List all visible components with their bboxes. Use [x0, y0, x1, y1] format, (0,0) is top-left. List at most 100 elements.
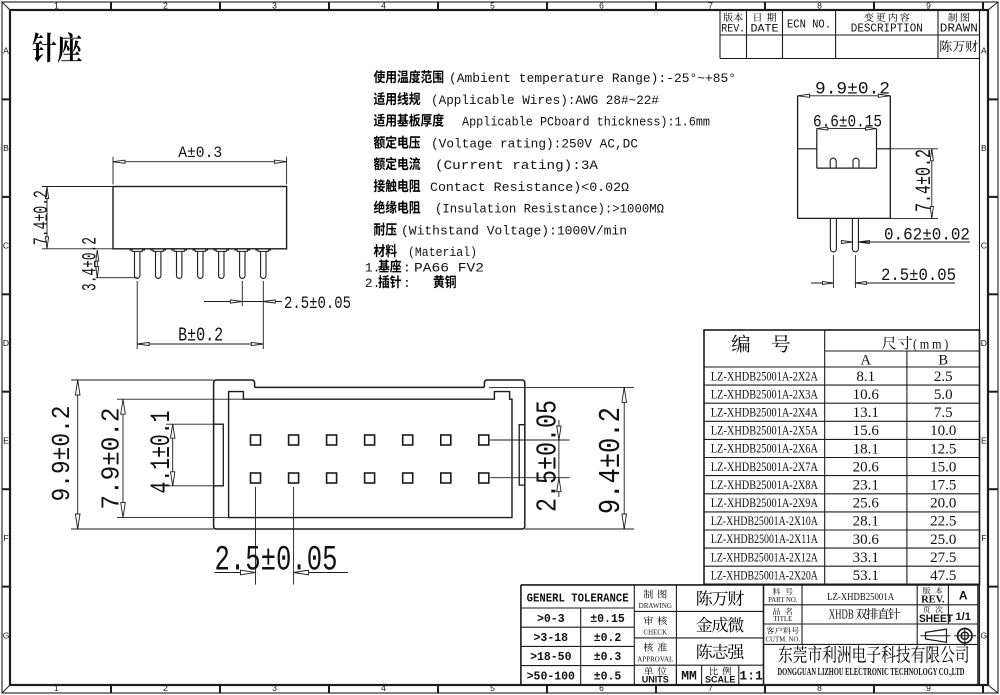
svg-text:LZ-XHDB25001A-2X9A: LZ-XHDB25001A-2X9A — [711, 495, 818, 510]
svg-text:2.5±0.05: 2.5±0.05 — [881, 267, 956, 286]
svg-text:20.0: 20.0 — [930, 496, 956, 512]
svg-text:(Withstand Voltage):1000V/min: (Withstand Voltage):1000V/min — [401, 224, 627, 239]
svg-text:7.5: 7.5 — [934, 405, 953, 421]
svg-text:>18-50: >18-50 — [530, 651, 572, 664]
svg-text:A: A — [959, 589, 968, 603]
svg-text:DONGGUAN LIZHOU ELECTRONIC TEC: DONGGUAN LIZHOU ELECTRONIC TECHNOLOGY CO… — [778, 666, 965, 678]
svg-text:ECN NO.: ECN NO. — [787, 19, 831, 32]
svg-text:(Current rating):3A: (Current rating):3A — [435, 158, 598, 173]
svg-text:>0-3: >0-3 — [537, 613, 565, 626]
svg-text:PART NO.: PART NO. — [768, 597, 798, 604]
svg-text:53.1: 53.1 — [853, 568, 879, 584]
svg-text:6.6±0.15: 6.6±0.15 — [813, 113, 882, 132]
svg-text:(mm): (mm) — [913, 337, 951, 352]
svg-text:>50-100: >50-100 — [527, 671, 575, 684]
svg-text:2.5±0.05: 2.5±0.05 — [215, 542, 338, 581]
svg-text:1:1: 1:1 — [739, 669, 763, 684]
svg-text:5: 5 — [490, 683, 495, 693]
svg-text:5.0: 5.0 — [934, 387, 953, 403]
svg-text:B±0.2: B±0.2 — [178, 325, 223, 347]
svg-text:7.4±0.2: 7.4±0.2 — [31, 190, 54, 245]
svg-text:5: 5 — [490, 1, 495, 11]
svg-text:20.6: 20.6 — [853, 459, 880, 475]
svg-text:LZ-XHDB25001A-2X7A: LZ-XHDB25001A-2X7A — [711, 459, 818, 474]
svg-text:13.1: 13.1 — [853, 405, 879, 421]
svg-text:REV.: REV. — [721, 24, 745, 36]
svg-text:3.4±0.2: 3.4±0.2 — [80, 237, 103, 291]
svg-text:9.9±0.2: 9.9±0.2 — [47, 406, 77, 502]
svg-text:D: D — [3, 338, 9, 348]
svg-text:G: G — [980, 630, 987, 640]
svg-text:9: 9 — [926, 683, 931, 693]
svg-text:LZ-XHDB25001A-2X5A: LZ-XHDB25001A-2X5A — [711, 423, 818, 438]
svg-text:C: C — [981, 241, 987, 251]
svg-text:1: 1 — [54, 683, 59, 693]
svg-text:12.5: 12.5 — [930, 441, 956, 457]
svg-text::: : — [403, 276, 411, 291]
svg-text:LZ-XHDB25001A-2X8A: LZ-XHDB25001A-2X8A — [711, 477, 818, 492]
svg-text:±0.3: ±0.3 — [594, 651, 622, 664]
svg-text:Applicable PCboard thickness):: Applicable PCboard thickness):1.6mm — [462, 115, 710, 130]
svg-text:±0.15: ±0.15 — [590, 613, 625, 626]
svg-text:17.5: 17.5 — [930, 478, 956, 494]
svg-text:1.: 1. — [365, 261, 381, 276]
svg-text:0.62±0.02: 0.62±0.02 — [884, 227, 970, 246]
svg-text::: : — [403, 261, 411, 276]
svg-text:GENERL TOLERANCE: GENERL TOLERANCE — [527, 593, 629, 606]
svg-text:DATE: DATE — [751, 24, 779, 36]
svg-text:F: F — [981, 533, 986, 543]
svg-text:2.: 2. — [365, 276, 381, 291]
svg-text:SHEET: SHEET — [919, 613, 953, 625]
svg-text:10.6: 10.6 — [853, 387, 880, 403]
svg-text:6: 6 — [599, 1, 604, 11]
svg-text:(Voltage rating):250V AC,DC: (Voltage rating):250V AC,DC — [431, 137, 638, 152]
svg-text:(Material): (Material) — [408, 245, 477, 260]
svg-text:PA66 FV2: PA66 FV2 — [414, 261, 484, 276]
svg-text:2.5±0.05: 2.5±0.05 — [532, 400, 565, 512]
svg-text:4: 4 — [381, 1, 386, 11]
svg-text:LZ-XHDB25001A-2X3A: LZ-XHDB25001A-2X3A — [711, 386, 818, 401]
svg-text:3: 3 — [272, 1, 277, 11]
svg-text:LZ-XHDB25001A-2X20A: LZ-XHDB25001A-2X20A — [711, 567, 818, 582]
svg-text:2.5±0.05: 2.5±0.05 — [284, 295, 351, 314]
svg-text:LZ-XHDB25001A-2X4A: LZ-XHDB25001A-2X4A — [711, 405, 818, 420]
svg-text:9.9±0.2: 9.9±0.2 — [815, 80, 890, 99]
svg-text:B: B — [938, 353, 948, 369]
svg-text:DESCRIPTION: DESCRIPTION — [851, 23, 923, 36]
svg-text:25.0: 25.0 — [930, 532, 956, 548]
svg-text:4.1±0.1: 4.1±0.1 — [147, 411, 178, 494]
svg-text:7.9±0.2: 7.9±0.2 — [97, 408, 127, 510]
svg-text:LZ-XHDB25001A-2X2A: LZ-XHDB25001A-2X2A — [711, 368, 818, 383]
svg-text:25.6: 25.6 — [853, 496, 880, 512]
svg-text:TITLE: TITLE — [773, 616, 792, 623]
svg-text:Contact Resistance)<0.02Ω: Contact Resistance)<0.02Ω — [430, 180, 629, 195]
svg-text:SCALE: SCALE — [705, 675, 736, 685]
svg-text:±0.2: ±0.2 — [594, 632, 622, 645]
svg-text:LZ-XHDB25001A-2X6A: LZ-XHDB25001A-2X6A — [711, 441, 818, 456]
svg-text:APPROVAL: APPROVAL — [637, 656, 673, 664]
svg-text:A: A — [3, 46, 9, 56]
svg-text:MM: MM — [681, 669, 697, 684]
svg-text:2.5: 2.5 — [934, 369, 953, 385]
svg-text:6: 6 — [599, 683, 604, 693]
svg-text:XHDB: XHDB — [829, 607, 854, 622]
svg-text:22.5: 22.5 — [930, 514, 956, 530]
svg-text:LZ-XHDB25001A: LZ-XHDB25001A — [827, 591, 894, 603]
svg-text:>3-18: >3-18 — [534, 632, 569, 645]
svg-text:A: A — [861, 353, 872, 369]
svg-text:LZ-XHDB25001A-2X11A: LZ-XHDB25001A-2X11A — [711, 531, 818, 546]
svg-text:REV.: REV. — [921, 595, 945, 606]
svg-text:E: E — [981, 435, 987, 445]
svg-text:G: G — [3, 630, 10, 640]
svg-text:(Ambient temperature Range):-2: (Ambient temperature Range):-25°~+85° — [449, 71, 736, 86]
svg-text:A±0.3: A±0.3 — [178, 144, 222, 162]
svg-text:CHECK: CHECK — [643, 628, 667, 636]
svg-text:9.4±0.2: 9.4±0.2 — [595, 407, 629, 514]
svg-text:23.1: 23.1 — [853, 478, 879, 494]
svg-text:DRAWN: DRAWN — [940, 23, 978, 36]
svg-text:LZ-XHDB25001A-2X10A: LZ-XHDB25001A-2X10A — [711, 513, 818, 528]
svg-text:UNITS: UNITS — [642, 675, 669, 685]
svg-text:±0.5: ±0.5 — [594, 671, 622, 684]
svg-text:27.5: 27.5 — [930, 550, 956, 566]
svg-text:CUTM. NO.: CUTM. NO. — [766, 636, 801, 643]
